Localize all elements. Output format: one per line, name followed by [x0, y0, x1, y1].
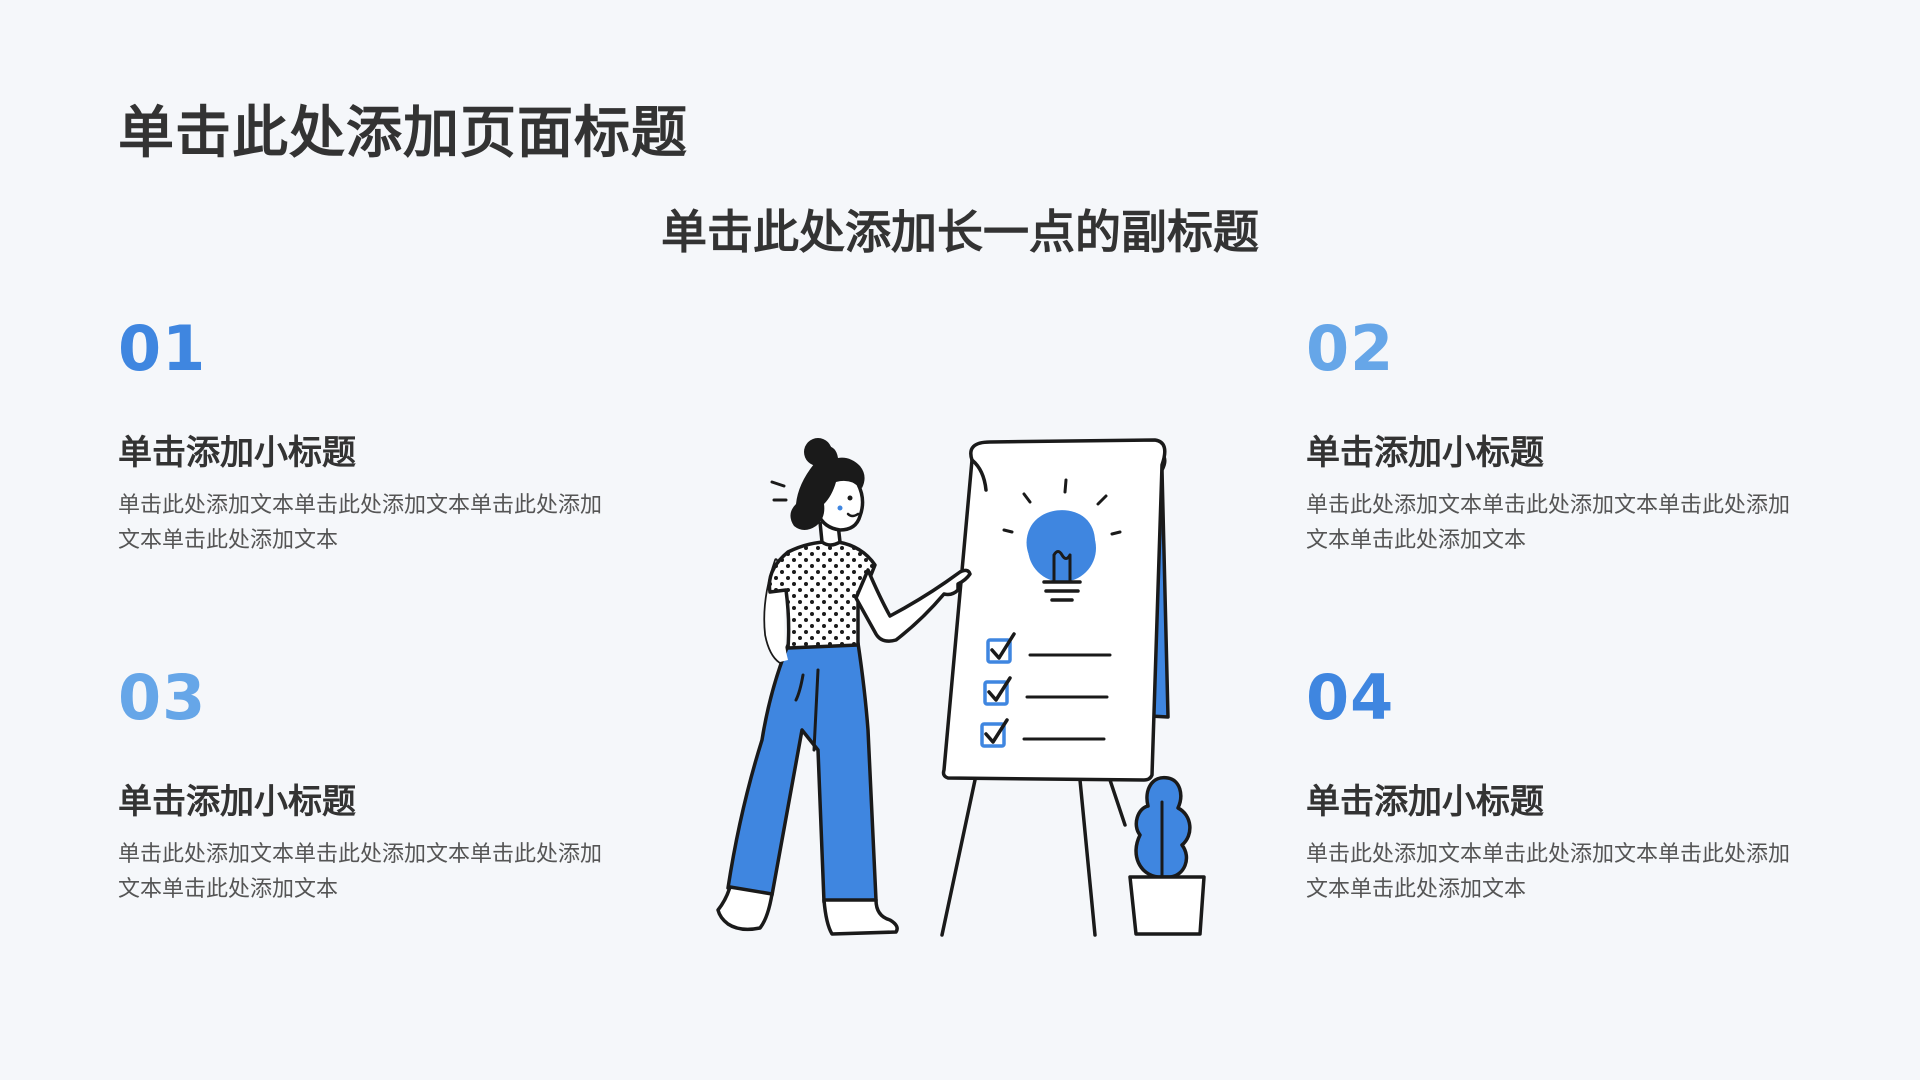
- lightbulb-icon: [1002, 478, 1122, 602]
- person-figure: [716, 438, 972, 936]
- section-04: 04 单击添加小标题 单击此处添加文本单击此处添加文本单击此处添加文本单击此处添…: [1306, 667, 1866, 907]
- section-heading[interactable]: 单击添加小标题: [118, 782, 356, 822]
- section-heading[interactable]: 单击添加小标题: [118, 433, 356, 473]
- pointing-arm: [854, 568, 972, 643]
- section-number[interactable]: 02: [1306, 312, 1395, 385]
- section-body-text[interactable]: 单击此处添加文本单击此处添加文本单击此处添加文本单击此处添加文本: [118, 842, 603, 902]
- page-title[interactable]: 单击此处添加页面标题: [118, 101, 688, 166]
- presenter-with-idea-board-icon: [716, 438, 1206, 937]
- pants: [726, 641, 878, 904]
- section-number[interactable]: 03: [118, 661, 207, 734]
- checklist-icon: [980, 632, 1112, 748]
- hair: [790, 445, 865, 530]
- section-body-text[interactable]: 单击此处添加文本单击此处添加文本单击此处添加文本单击此处添加文本: [1306, 842, 1791, 902]
- section-body-text[interactable]: 单击此处添加文本单击此处添加文本单击此处添加文本单击此处添加文本: [118, 493, 603, 553]
- section-heading[interactable]: 单击添加小标题: [1306, 433, 1544, 473]
- right-foot: [822, 898, 899, 936]
- section-03: 03 单击添加小标题 单击此处添加文本单击此处添加文本单击此处添加文本单击此处添…: [118, 667, 678, 907]
- left-foot: [716, 885, 774, 932]
- section-heading[interactable]: 单击添加小标题: [1306, 782, 1544, 822]
- section-body-text[interactable]: 单击此处添加文本单击此处添加文本单击此处添加文本单击此处添加文本: [1306, 493, 1791, 553]
- section-01: 01 单击添加小标题 单击此处添加文本单击此处添加文本单击此处添加文本单击此处添…: [118, 318, 678, 558]
- section-number[interactable]: 01: [118, 312, 207, 385]
- section-number[interactable]: 04: [1306, 661, 1395, 734]
- flipchart-board: [941, 438, 1167, 782]
- easel-legs: [940, 778, 1127, 937]
- plant-icon: [1128, 775, 1206, 936]
- section-02: 02 单击添加小标题 单击此处添加文本单击此处添加文本单击此处添加文本单击此处添…: [1306, 318, 1866, 558]
- page-subtitle[interactable]: 单击此处添加长一点的副标题: [661, 205, 1259, 259]
